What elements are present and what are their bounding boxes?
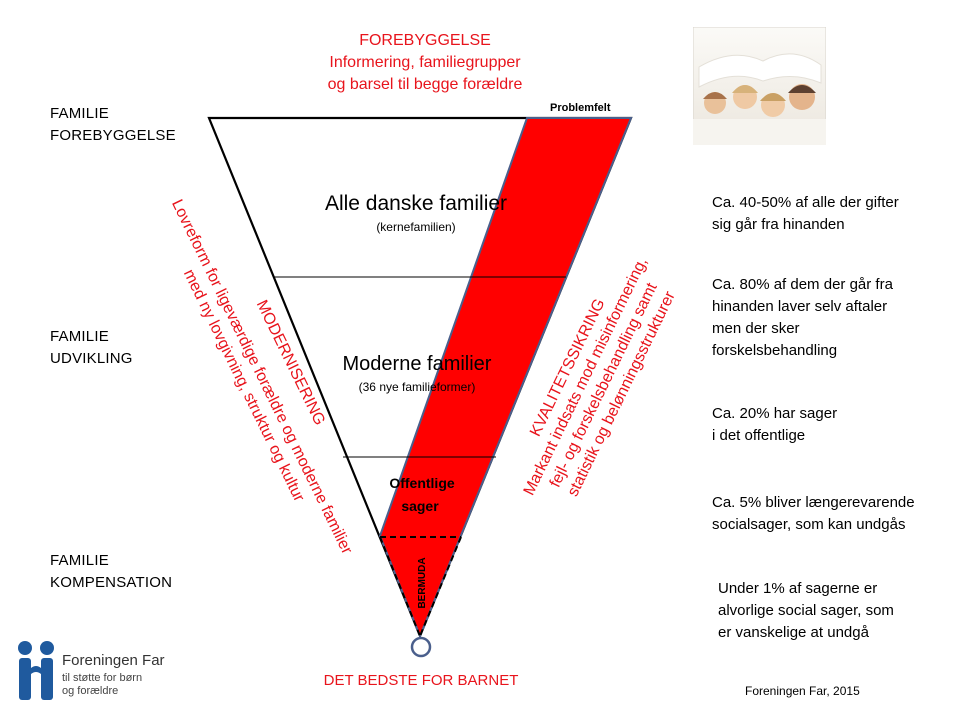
level1-subtitle: (kernefamilien) — [376, 220, 455, 234]
top-title-line-2: og barsel til begge forældre — [327, 76, 523, 93]
stat-line: hinanden laver selv aftaler — [712, 298, 888, 315]
stat-line: sig går fra hinanden — [712, 216, 845, 233]
stat-line: i det offentlige — [712, 427, 806, 444]
logo-name: Foreningen Far — [62, 652, 165, 669]
stat-line: Ca. 80% af dem der går fra — [712, 276, 893, 293]
top-title-heading: FOREBYGGELSE — [359, 32, 491, 49]
problem-stripe — [378, 117, 633, 639]
stat-block-2: Ca. 80% af dem der går fra hinanden lave… — [712, 274, 893, 362]
left-label-line: FAMILIE — [50, 552, 109, 569]
stat-line: er vanskelige at undgå — [718, 624, 869, 641]
stat-line: Ca. 40-50% af alle der gifter — [712, 194, 899, 211]
left-label-kompensation: FAMILIE KOMPENSATION — [50, 550, 172, 594]
level3-line-1: Offentlige — [389, 475, 455, 491]
left-label-line: FAMILIE — [50, 328, 109, 345]
logo-tagline-1: til støtte for børn — [62, 672, 143, 684]
stat-block-3: Ca. 20% har sager i det offentlige — [712, 403, 837, 447]
logo-text: Foreningen Far til støtte for børn og fo… — [62, 652, 165, 698]
bermuda-label: BERMUDA — [417, 557, 428, 608]
bermuda-right-line — [419, 536, 462, 637]
stat-line: Under 1% af sagerne er — [718, 580, 878, 597]
left-label-line: KOMPENSATION — [50, 574, 173, 591]
left-label-forebyggelse: FAMILIE FOREBYGGELSE — [50, 103, 176, 147]
stat-block-4: Ca. 5% bliver længerevarende socialsager… — [712, 492, 915, 536]
stat-line: forskelsbehandling — [712, 342, 838, 359]
stat-line: Ca. 20% har sager — [712, 405, 838, 422]
bermuda-left-line — [379, 536, 421, 637]
stat-block-1: Ca. 40-50% af alle der gifter sig går fr… — [712, 192, 899, 236]
level3-line-2: sager — [401, 498, 439, 514]
stat-line: alvorlige social sager, som — [718, 602, 894, 619]
left-label-line: FAMILIE — [50, 105, 109, 122]
top-title-line-1: Informering, familiegrupper — [329, 54, 521, 71]
stat-line: men der sker — [712, 320, 800, 337]
bottom-circle — [410, 636, 432, 658]
bottom-label: DET BEDSTE FOR BARNET — [324, 672, 519, 689]
left-label-line: FOREBYGGELSE — [50, 127, 176, 144]
stat-line: Ca. 5% bliver længerevarende — [712, 494, 915, 511]
stat-block-5: Under 1% af sagerne er alvorlige social … — [718, 578, 894, 644]
family-photo — [692, 26, 827, 146]
problemfelt-label: Problemfelt — [550, 102, 611, 114]
stat-line: socialsager, som kan undgås — [712, 516, 906, 533]
level1-title: Alle danske familier — [325, 192, 507, 215]
level2-subtitle: (36 nye familieformer) — [359, 380, 476, 394]
level2-title: Moderne familier — [343, 353, 492, 375]
logo-tagline-2: og forældre — [62, 685, 119, 697]
left-label-udvikling: FAMILIE UDVIKLING — [50, 326, 133, 370]
left-label-line: UDVIKLING — [50, 350, 133, 367]
foreningen-far-logo-icon — [18, 641, 54, 700]
credit-text: Foreningen Far, 2015 — [745, 684, 860, 698]
